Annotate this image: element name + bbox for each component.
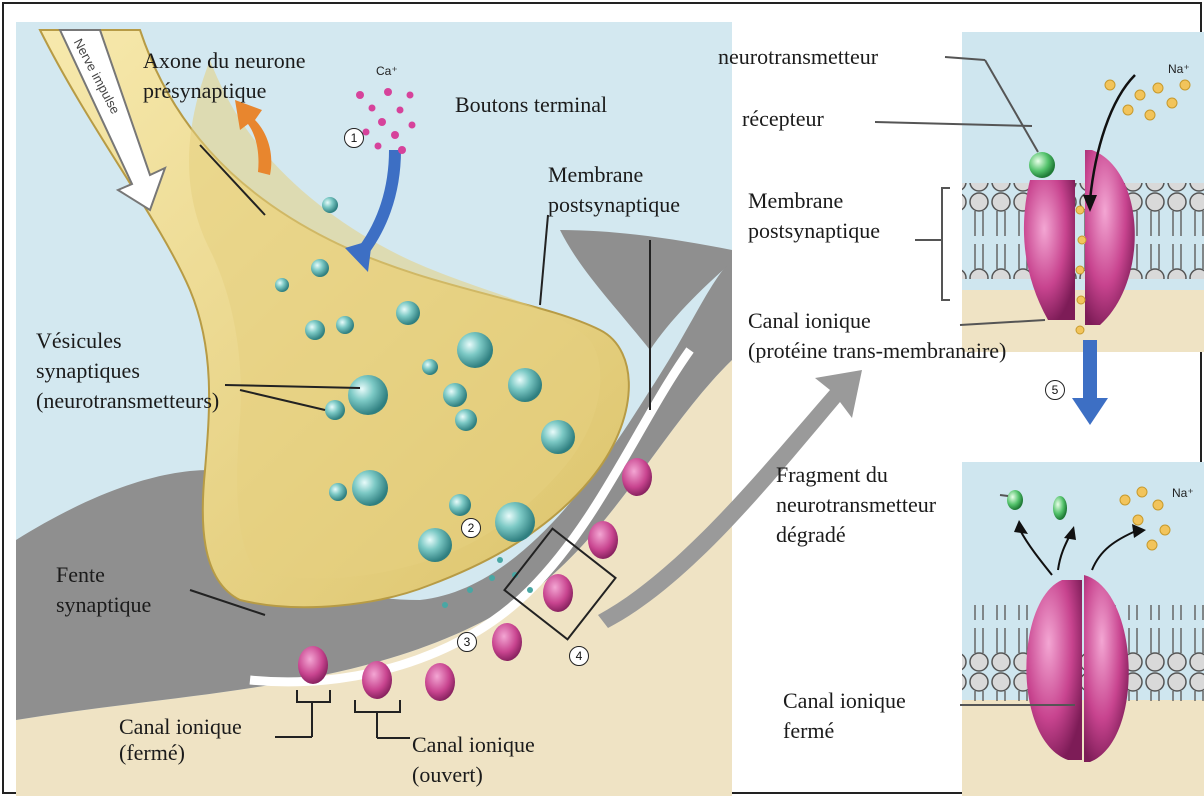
label-canal-ouvert: Canal ionique (ouvert)	[412, 730, 535, 790]
label-boutons-terminal: Boutons terminal	[455, 90, 607, 120]
label-membrane-postsynaptique-main: Membrane postsynaptique	[548, 160, 680, 220]
sodium-label-top: Na⁺	[1168, 62, 1190, 76]
label-fragment: Fragment du neurotransmetteur dégradé	[776, 460, 936, 550]
label-neurotransmetteur: neurotransmetteur	[718, 42, 878, 72]
label-axone: Axone du neurone présynaptique	[143, 46, 306, 106]
step-2-marker: 2	[461, 518, 481, 538]
label-canal-ferme-inset: Canal ionique fermé	[783, 686, 906, 746]
label-membrane-postsynaptique-inset: Membrane postsynaptique	[748, 186, 880, 246]
step-3-marker: 3	[457, 632, 477, 652]
fragment-1	[1007, 490, 1023, 510]
label-fente: Fente synaptique	[56, 560, 151, 620]
fragment-2	[1053, 496, 1067, 520]
step-4-marker: 4	[569, 646, 589, 666]
label-canal-ferme: Canal ionique (fermé)	[119, 714, 242, 766]
step-5-marker: 5	[1045, 380, 1065, 400]
label-recepteur: récepteur	[742, 104, 824, 134]
inset-top-membrane	[962, 183, 1204, 279]
step-1-marker: 1	[344, 128, 364, 148]
inset-bottom-membrane	[962, 605, 1204, 701]
sodium-label-bottom: Na⁺	[1172, 486, 1194, 500]
calcium-label: Ca⁺	[376, 64, 398, 78]
inset-top-neurotransmitter	[1029, 152, 1055, 178]
label-canal-ionique-inset: Canal ionique (protéine trans-membranair…	[748, 306, 1006, 366]
label-vesicules: Vésicules synaptiques (neurotransmetteur…	[36, 326, 219, 416]
